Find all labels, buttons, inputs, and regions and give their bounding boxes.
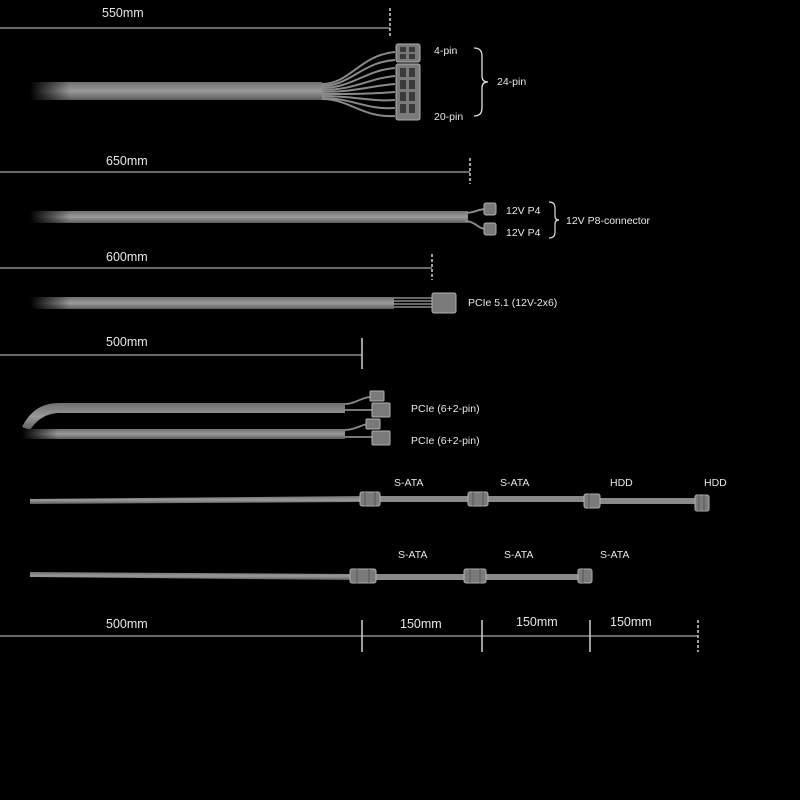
eps-p4-label-top: 12V P4: [506, 205, 541, 217]
eps-p8-label: 12V P8-connector: [566, 215, 651, 227]
pcie51-cable: 600mm PCIe 5.1 (12V-2x6): [0, 250, 557, 314]
eps-8pin-cable: 650mm 12V P4 12V P4 12V P8-connector: [0, 154, 651, 239]
sata-connector-1: [349, 568, 377, 584]
pcie51-label: PCIe 5.1 (12V-2x6): [468, 297, 557, 309]
sata-label-3: S-ATA: [600, 549, 629, 561]
sata-cable: S-ATA S-ATA S-ATA: [30, 549, 629, 584]
eps-length-label: 650mm: [106, 154, 148, 168]
pcie-cable-2: [22, 418, 391, 446]
atx-group-brace: [473, 47, 489, 117]
pcie-cable-1: [22, 390, 391, 430]
pcie51-length-label: 600mm: [106, 250, 148, 264]
pcie51-cable-body: [30, 297, 432, 309]
eps-p4-connector-top: [483, 202, 497, 216]
pcie51-length-measure: 600mm: [0, 250, 433, 280]
pcie-connector-2-6pin: [371, 430, 391, 446]
sata-hdd-connector-4: [694, 494, 710, 512]
atx-connector-4pin: [395, 43, 421, 63]
eps-group-brace: [548, 201, 560, 239]
bottom-scale: 500mm 150mm 150mm 150mm: [0, 615, 699, 652]
atx-length-label: 550mm: [102, 6, 144, 20]
sata-connector-3: [577, 568, 593, 584]
pcie51-connector: [431, 292, 457, 314]
atx-length-measure: 550mm: [0, 6, 391, 38]
sata-hdd-label-2: S-ATA: [500, 477, 529, 489]
pcie-connector-2-2pin: [365, 418, 381, 430]
eps-cable-body: [30, 208, 487, 230]
sata-label-1: S-ATA: [398, 549, 427, 561]
pcie-connector-1-2pin: [369, 390, 385, 402]
eps-length-measure: 650mm: [0, 154, 471, 184]
sata-hdd-connector-1: [359, 491, 381, 507]
sata-hdd-connector-3: [583, 493, 601, 509]
pcie-length-label: 500mm: [106, 335, 148, 349]
sata-connector-2: [463, 568, 487, 584]
bottom-scale-segment-4: 150mm: [610, 615, 652, 629]
pcie-length-measure: 500mm: [0, 335, 363, 369]
sata-label-2: S-ATA: [504, 549, 533, 561]
eps-p4-connector-bottom: [483, 222, 497, 236]
atx-24pin-cable: 550mm: [0, 6, 526, 123]
sata-hdd-label-3: HDD: [610, 477, 633, 489]
pcie-cables: 500mm PCIe (6+2-pin) PCIe (6+2-pin): [0, 335, 480, 447]
bottom-scale-segment-3: 150mm: [516, 615, 558, 629]
atx-connector-20pin: [395, 63, 421, 121]
pcie-label-1: PCIe (6+2-pin): [411, 403, 480, 415]
sata-hdd-label-4: HDD: [704, 477, 727, 489]
atx-20pin-label: 20-pin: [434, 111, 463, 123]
sata-hdd-cable: S-ATA S-ATA HDD HDD: [30, 477, 727, 512]
pcie-label-2: PCIe (6+2-pin): [411, 435, 480, 447]
atx-4pin-label: 4-pin: [434, 45, 458, 57]
sata-hdd-label-1: S-ATA: [394, 477, 423, 489]
eps-p4-label-bottom: 12V P4: [506, 227, 541, 239]
bottom-scale-segment-1: 500mm: [106, 617, 148, 631]
atx-24pin-label: 24-pin: [497, 76, 526, 88]
atx-cable-body: [30, 51, 396, 118]
bottom-scale-segment-2: 150mm: [400, 617, 442, 631]
pcie-connector-1-6pin: [371, 402, 391, 418]
sata-hdd-connector-2: [467, 491, 489, 507]
